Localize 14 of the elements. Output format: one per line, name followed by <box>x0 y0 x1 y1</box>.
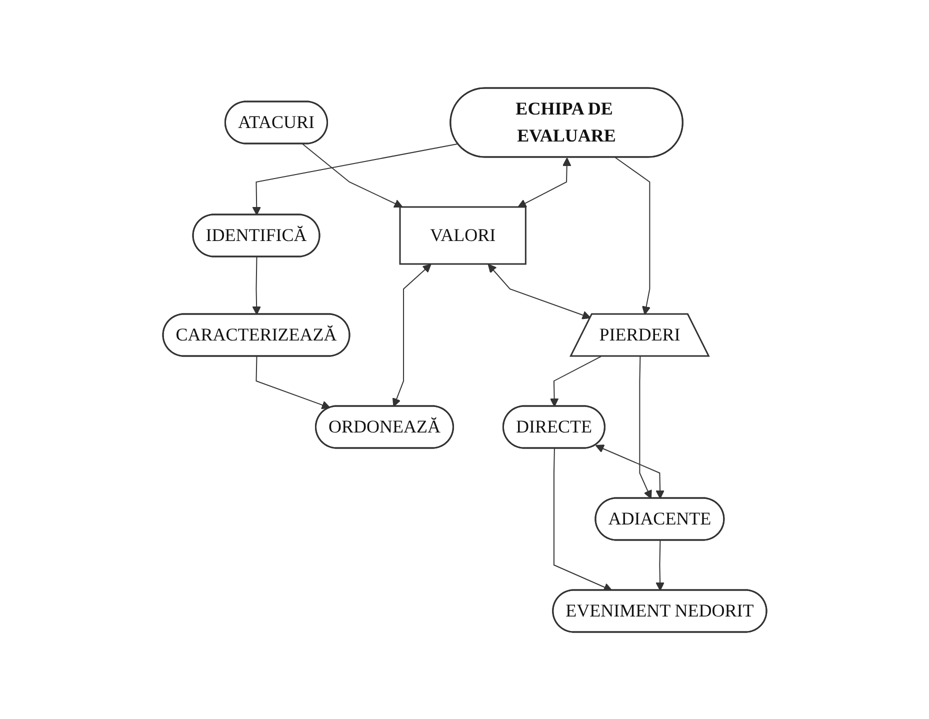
arrow <box>488 263 591 319</box>
node-box: VALORI <box>399 206 526 264</box>
arrow <box>638 356 652 498</box>
arrow <box>517 157 571 207</box>
arrow <box>255 356 330 409</box>
arrow <box>252 142 458 215</box>
arrow <box>655 539 664 590</box>
arrow <box>595 444 664 498</box>
arrow <box>614 156 650 314</box>
arrow <box>553 448 612 591</box>
arrow <box>302 143 403 208</box>
arrow <box>252 256 261 314</box>
arrow <box>550 356 602 406</box>
arrow <box>392 263 432 406</box>
